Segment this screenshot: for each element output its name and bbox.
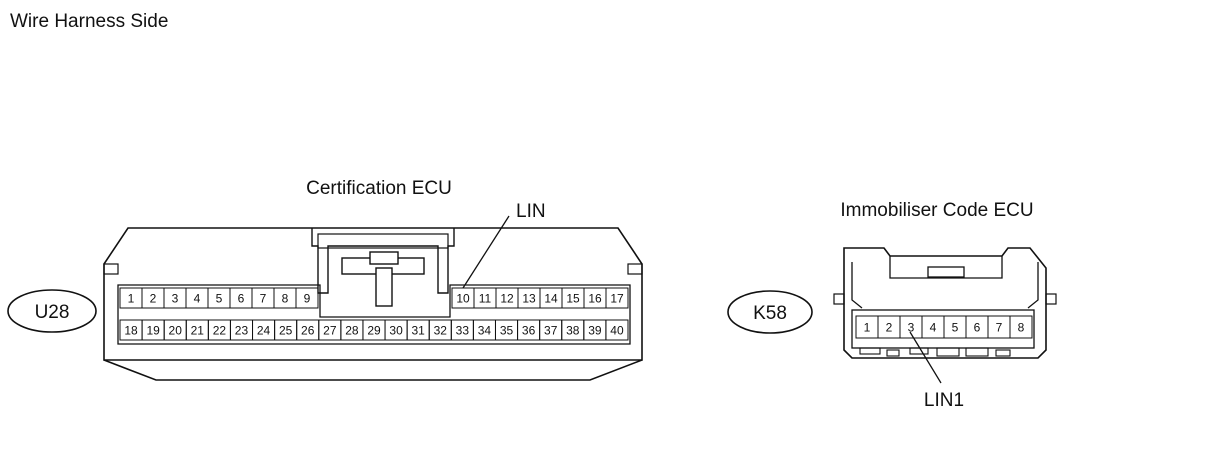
- pin-number-29: 29: [367, 324, 381, 338]
- pin-number-25: 25: [279, 324, 293, 338]
- immobiliser-ecu-left-tab: [833, 293, 845, 305]
- pin-number-11: 11: [479, 292, 492, 306]
- pin-number-34: 34: [478, 324, 492, 338]
- pin-number-2: 2: [150, 292, 157, 306]
- certification-ecu-lock: [311, 228, 455, 307]
- pin-number-4: 4: [194, 292, 201, 306]
- pin-number-2: 2: [886, 321, 893, 335]
- pin-number-30: 30: [389, 324, 403, 338]
- pin-number-5: 5: [952, 321, 959, 335]
- pin-number-8: 8: [282, 292, 289, 306]
- pin-number-26: 26: [301, 324, 315, 338]
- immobiliser-ecu-left-rail: [851, 262, 863, 309]
- pin-number-19: 19: [146, 324, 160, 338]
- u28-badge-label: U28: [35, 302, 70, 323]
- pin-number-17: 17: [610, 292, 624, 306]
- pin-number-13: 13: [522, 292, 536, 306]
- pin-cell-40: [605, 319, 629, 341]
- immobiliser-ecu-pin-row: 1 2 3 4 5 6 7 8: [855, 315, 1033, 339]
- k58-badge-label: K58: [753, 303, 787, 324]
- lin1-callout-label: LIN1: [924, 390, 964, 411]
- immobiliser-ecu-latch-tab: [927, 266, 965, 278]
- pin-number-9: 9: [304, 292, 311, 306]
- pin-number-36: 36: [522, 324, 536, 338]
- immobiliser-ecu-housing: [843, 247, 1047, 359]
- pin-number-6: 6: [238, 292, 245, 306]
- pin-cell-8: [1009, 315, 1033, 339]
- pin-number-21: 21: [191, 324, 205, 338]
- certification-ecu-skirt: [103, 359, 643, 381]
- pin-number-1: 1: [128, 292, 135, 306]
- pin-number-5: 5: [216, 292, 223, 306]
- lin-callout-label: LIN: [516, 201, 546, 222]
- pin-number-28: 28: [345, 324, 359, 338]
- pin-number-6: 6: [974, 321, 981, 335]
- pin-number-27: 27: [323, 324, 337, 338]
- pin-cell-9: [295, 287, 319, 309]
- pin-number-10: 10: [456, 292, 470, 306]
- pin-number-24: 24: [257, 324, 271, 338]
- immobiliser-ecu-right-rail: [1027, 262, 1039, 309]
- lin-callout-line: [462, 215, 510, 289]
- pin-number-32: 32: [434, 324, 448, 338]
- immobiliser-ecu-right-tab: [1045, 293, 1057, 305]
- pin-number-15: 15: [566, 292, 580, 306]
- certification-ecu-cavity: [117, 284, 631, 345]
- immobiliser-ecu-bottom-ribs: [859, 347, 1011, 357]
- pin-number-1: 1: [864, 321, 871, 335]
- pin-number-3: 3: [908, 321, 915, 335]
- pin-number-18: 18: [124, 324, 138, 338]
- pin-cell-17: [605, 287, 629, 309]
- pin-number-37: 37: [544, 324, 558, 338]
- pin-number-14: 14: [544, 292, 558, 306]
- pin-number-31: 31: [411, 324, 425, 338]
- pin-number-22: 22: [213, 324, 227, 338]
- pin-number-16: 16: [588, 292, 602, 306]
- pin-number-8: 8: [1018, 321, 1025, 335]
- u28-badge: [7, 289, 97, 333]
- k58-badge: [727, 290, 813, 334]
- pin-number-4: 4: [930, 321, 937, 335]
- immobiliser-code-ecu-label: Immobiliser Code ECU: [840, 200, 1033, 221]
- pin-number-39: 39: [588, 324, 602, 338]
- page-title: Wire Harness Side: [10, 11, 168, 32]
- pin-number-3: 3: [172, 292, 179, 306]
- pin-number-40: 40: [610, 324, 624, 338]
- certification-ecu-label: Certification ECU: [306, 178, 452, 199]
- pin-number-7: 7: [260, 292, 267, 306]
- lin1-callout-line: [909, 331, 942, 384]
- pin-number-7: 7: [996, 321, 1003, 335]
- pin-number-35: 35: [500, 324, 514, 338]
- pin-number-12: 12: [500, 292, 514, 306]
- immobiliser-ecu-latch: [889, 256, 1003, 279]
- pin-number-23: 23: [235, 324, 249, 338]
- certification-ecu-right-notch: [627, 263, 643, 275]
- pin-number-20: 20: [169, 324, 183, 338]
- certification-ecu-left-notch: [103, 263, 119, 275]
- pin-number-33: 33: [456, 324, 470, 338]
- pin-number-38: 38: [566, 324, 580, 338]
